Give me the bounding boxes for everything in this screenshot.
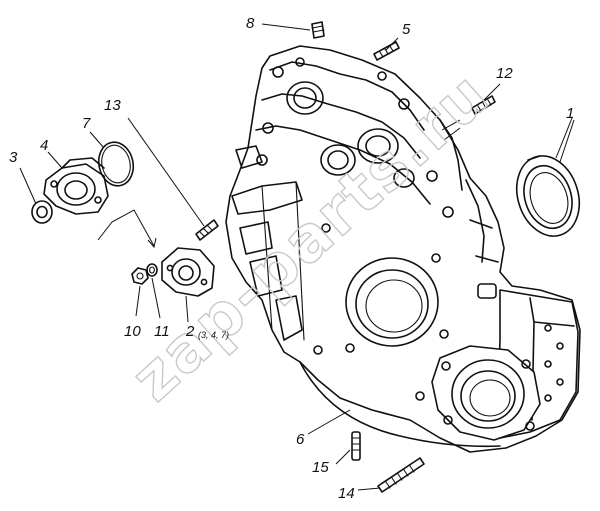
callout-10: 10	[124, 323, 141, 340]
spring-washer	[146, 263, 158, 277]
o-ring	[97, 141, 135, 187]
callout-3: 3	[9, 149, 18, 166]
nut	[131, 267, 149, 285]
callout-14: 14	[338, 485, 355, 502]
callout-2: 2	[185, 323, 195, 340]
stud-13	[195, 219, 219, 241]
stud-5	[373, 41, 400, 61]
callout-15: 15	[312, 459, 329, 476]
stud-15	[351, 431, 361, 461]
plug-8	[311, 21, 325, 39]
bolt-14	[377, 457, 425, 493]
callout-11: 11	[154, 323, 170, 340]
stud-12	[471, 95, 496, 115]
callout-2-note: (3, 4, 7)	[198, 330, 229, 340]
pump-drive-housing	[161, 247, 215, 297]
callout-4: 4	[40, 137, 48, 154]
callout-7: 7	[82, 115, 91, 132]
callout-1: 1	[566, 105, 574, 122]
callout-8: 8	[246, 15, 255, 32]
callout-12: 12	[496, 65, 513, 82]
callout-13: 13	[104, 97, 121, 114]
callout-labels: 1 2 (3, 4, 7) 3 4 5 6 7 8 10 11 12 13 14…	[9, 15, 574, 502]
leader-lines	[19, 23, 575, 491]
crankshaft-seal	[515, 155, 581, 237]
callout-6: 6	[296, 431, 305, 448]
flywheel-housing	[225, 45, 581, 453]
callout-5: 5	[402, 21, 411, 38]
bearing-housing-assembly	[43, 157, 109, 215]
washer	[31, 200, 53, 224]
